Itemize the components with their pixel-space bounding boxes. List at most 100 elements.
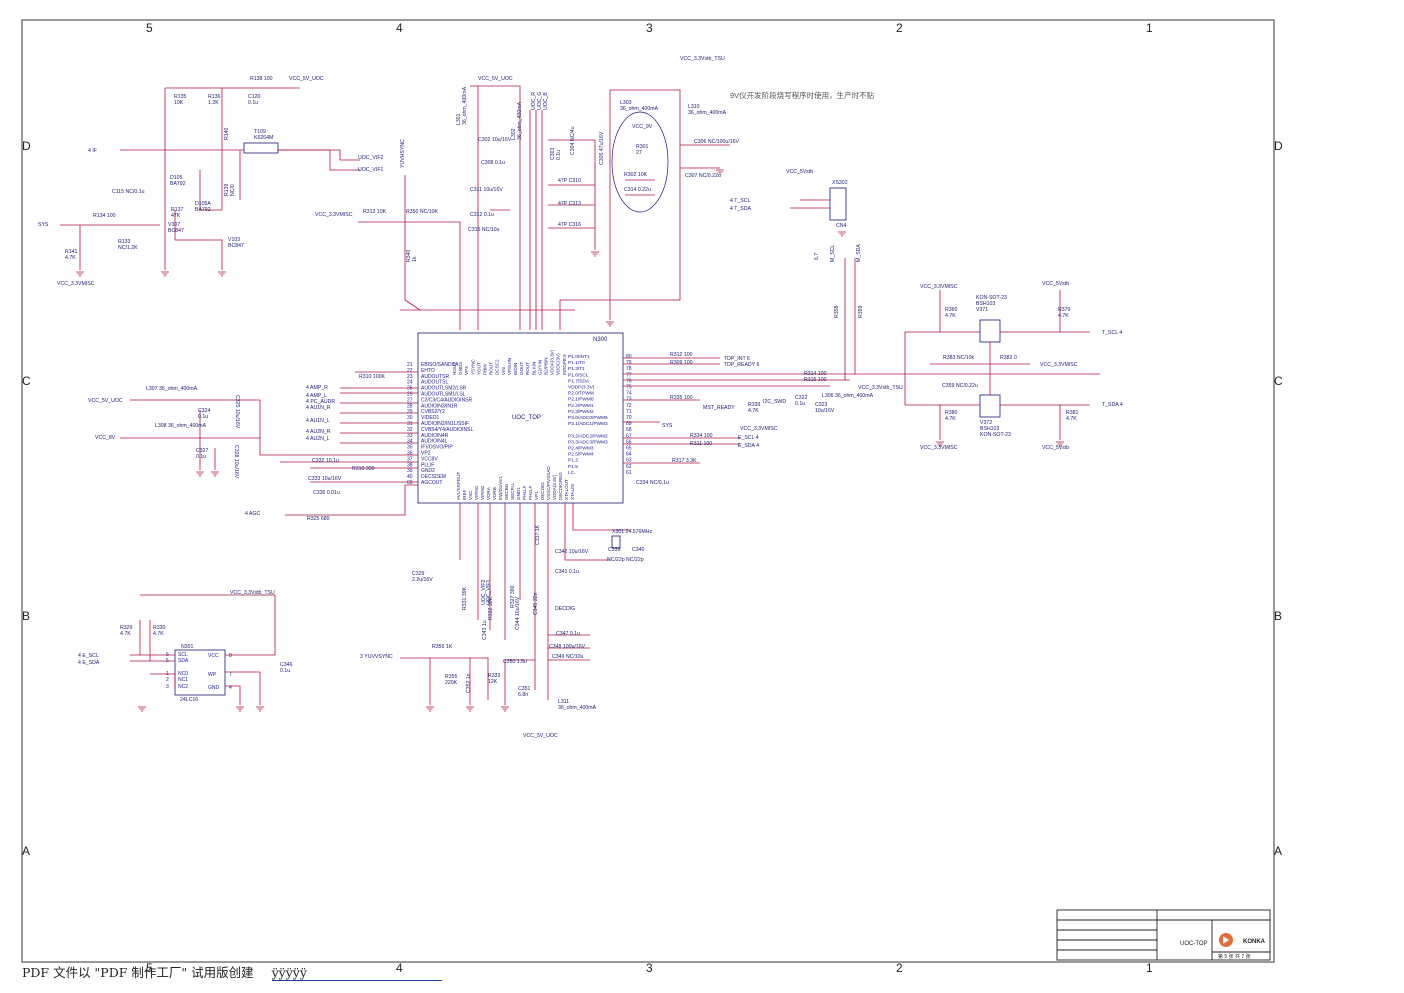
label-u24lc16: 24LC16 <box>180 697 198 703</box>
ic-pin-name: IFVOSVO/PIP <box>421 445 453 451</box>
pdf-footer-link[interactable]: ÿÿÿÿÿ <box>271 965 442 981</box>
drawing-name: UOC-TOP <box>1180 941 1208 947</box>
label-c332: C332 10.1u <box>312 458 339 464</box>
eeprom-pin-name: NC1 <box>178 677 188 683</box>
ic-pin-name: B2/PBIN <box>544 357 549 375</box>
ic-pin-name: GND2 <box>421 468 435 474</box>
label-vcc-3v3-tsu-2: VCC_3.3Vstb_TSU <box>858 385 903 391</box>
ic-pin-name: VP1 <box>534 491 539 500</box>
ic-pin-name: P1.5 <box>568 464 578 470</box>
ic-pin-name: P1.0/INT1 <box>568 354 590 360</box>
label-c315: C315 NC/10u <box>468 227 500 233</box>
label-vcc-3v3-misc-1: VCC_3.3VMISC <box>57 281 95 287</box>
ic-pin-name: VIFIN1 <box>474 485 479 500</box>
label-kon-6-7: 6,7 <box>814 253 820 260</box>
grid-row-b-left: B <box>22 609 30 623</box>
eeprom-pin-name: NC0 <box>178 671 188 677</box>
label-pc-audr: 4 PC_AUDR <box>306 399 335 405</box>
eeprom-pin-name: SCL <box>178 652 188 658</box>
eeprom-pin-name: VCC <box>208 653 219 659</box>
ic-pin-name: VSC <box>468 490 473 500</box>
label-c304: C304 NC/4u <box>570 126 576 155</box>
label-tdp-ready: TDP_READY 6 <box>724 362 759 368</box>
ic-pin-number: 34 <box>407 439 413 445</box>
eeprom-n301-body <box>174 649 226 696</box>
ic-pin-name: P3.1/ADC1/PWM3 <box>568 421 608 427</box>
ic-pin-name: P1.1/T0 <box>568 360 585 366</box>
label-c350: C350 1.5u <box>503 659 527 665</box>
label-vcc-5vstb-2: VCC_5Vstb <box>1042 281 1069 287</box>
ic-pin-number: 60 <box>407 480 413 486</box>
label-x301: X301 24.576MHz <box>612 529 652 535</box>
ic-pin-number: 68 <box>626 427 632 433</box>
ic-n300-ref: N300 <box>593 337 608 343</box>
label-t-sda-in: 4 T_SDA <box>730 206 751 212</box>
label-e-sda-out: E_SDA 4 <box>738 443 759 449</box>
ic-pin-name: SECPLL <box>510 482 515 500</box>
ic-pin-number: 66 <box>626 439 632 445</box>
ic-pin-name: P3.0/ADC0/PWM5 <box>568 415 608 421</box>
ic-pin-name: INTDPB.5 <box>562 354 567 375</box>
ic-pin-name: IREF <box>462 489 467 500</box>
ic-pin-name: VIN <box>501 367 506 375</box>
grid-row-a-left: A <box>22 844 30 858</box>
label-c359: C359 NC/0.22u <box>942 383 978 389</box>
label-t-scl-in: 4 T_SCL <box>730 198 750 204</box>
label-sys-right: SYS <box>662 423 673 429</box>
ic-pin-name: PLLIF <box>421 462 434 468</box>
eeprom-pin-number: 3 <box>166 684 169 690</box>
ic-pin-number: 76 <box>626 378 632 384</box>
label-au1n-l: 4 AU1N_L <box>306 418 330 424</box>
ic-pin-number: 36 <box>407 451 413 457</box>
label-r314: R314 100 <box>804 371 827 377</box>
label-c302: C302 10u/16V <box>478 137 512 143</box>
grid-col-5-bottom: 5 <box>146 961 153 975</box>
label-yuvvsync: 3 YUVVSYNC <box>360 654 393 660</box>
label-xs302: XS302 <box>832 180 848 186</box>
label-l308: L308 36_ohm_400mA <box>155 423 207 429</box>
ic-pin-name: DECSDEM <box>421 474 446 480</box>
label-c344: C344 10u/16V <box>515 596 521 630</box>
label-c313: 47P C313 <box>558 201 581 207</box>
label-c311: C311 10u/16V <box>470 187 503 193</box>
ic-pin-number: 31 <box>407 421 413 427</box>
label-c347: C347 0.1u <box>556 631 580 637</box>
ic-pin-name: G2/YIN <box>537 360 542 375</box>
ic-pin-name: EW/D2/AVL <box>498 475 503 500</box>
label-r140: R140 <box>224 127 230 140</box>
eeprom-pin-number: 7 <box>229 672 232 678</box>
label-amp-r: 4 AMP_R <box>306 385 328 391</box>
ic-pin-name: GND1 <box>516 487 521 500</box>
ic-pin-name: BLKIN <box>531 362 536 375</box>
label-r316: R316 390 <box>352 466 375 472</box>
ic-pin-name: P1.7/SDA <box>568 378 590 384</box>
label-r138: R138 100 <box>250 76 273 82</box>
ic-pin-name: AUDIOIN3/IN1R <box>421 403 458 409</box>
ic-pin-name: VDDC(3V) <box>556 353 561 375</box>
label-vcc-5vstb: VCC_5Vstb <box>786 169 813 175</box>
label-c339: C339 <box>608 547 621 553</box>
label-uoc-vif2-b: UOC_VIF2 <box>481 580 487 605</box>
label-uoc-vif1-b: UOC_VIF1 <box>486 580 492 605</box>
ic-pin-number: 32 <box>407 427 413 433</box>
label-t-sda-out: T_SDA 4 <box>1102 402 1123 408</box>
label-mst-ready: MST_READY <box>703 405 735 411</box>
label-c310: 47P C310 <box>558 178 581 184</box>
label-r334: R334 100 <box>690 433 713 439</box>
ic-n300-body <box>417 332 624 504</box>
label-c345: C345 22n <box>533 592 539 615</box>
ic-pin-name: CVBS2/Y2 <box>421 409 445 415</box>
ic-pin-name: PH1LF <box>522 486 527 500</box>
ic-pin-name: VSSC/P/VSSAD <box>546 466 551 500</box>
eeprom-pin-name: SDA <box>178 658 189 664</box>
ic-pin-number: 75 <box>626 385 632 391</box>
